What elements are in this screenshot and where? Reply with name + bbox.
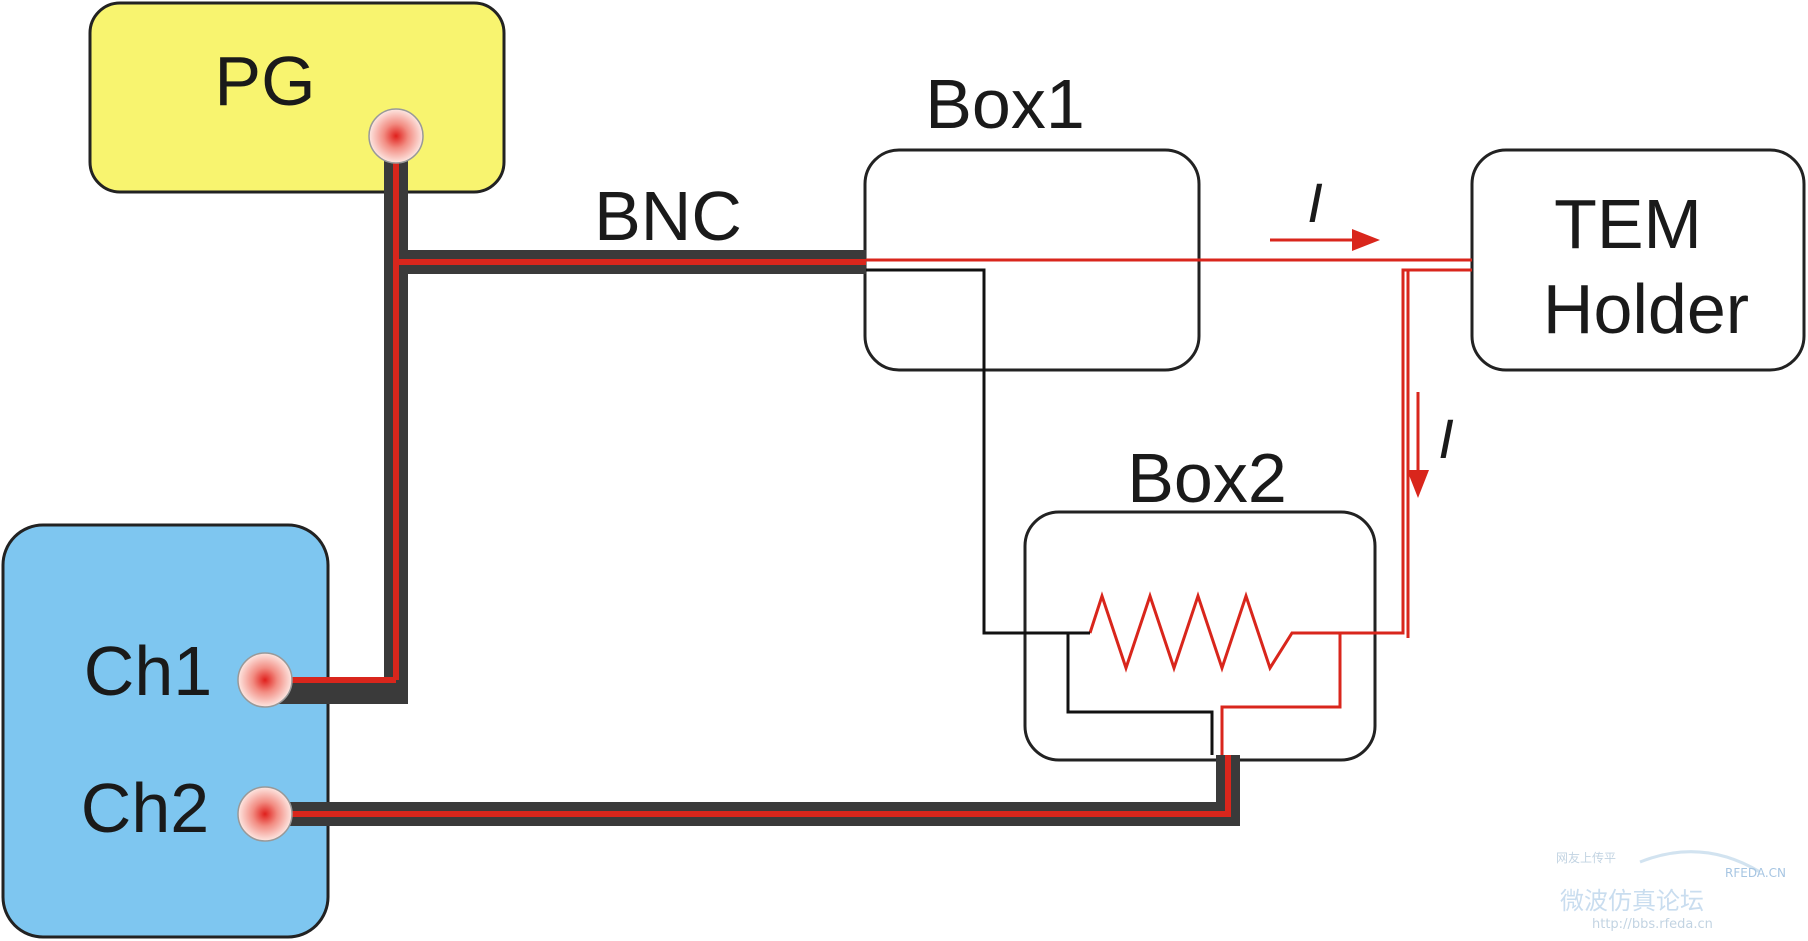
tem-label-line2: Holder	[1543, 270, 1749, 348]
scope-box	[1, 523, 330, 939]
black-wires	[866, 268, 1214, 755]
current-arrow-down	[1407, 392, 1429, 498]
pg-label: PG	[214, 42, 315, 120]
box2	[1023, 510, 1377, 762]
current-arrow-right	[1270, 229, 1380, 251]
box2-label: Box2	[1127, 439, 1287, 517]
ch2-connector	[237, 786, 293, 842]
watermark-line1: 网友上传平	[1556, 850, 1616, 865]
current-label-side: I	[1438, 407, 1454, 470]
watermark-brand: RFEDA.CN	[1725, 866, 1786, 880]
box1-label: Box1	[925, 65, 1085, 143]
current-label-top: I	[1307, 171, 1323, 234]
bnc-label: BNC	[594, 177, 742, 255]
ch1-label: Ch1	[84, 632, 212, 710]
resistor	[1088, 591, 1302, 673]
watermark: 网友上传平 RFEDA.CN 微波仿真论坛 http://bbs.rfeda.c…	[1556, 850, 1786, 932]
tem-label-line1: TEM	[1554, 185, 1702, 263]
ch2-label: Ch2	[81, 769, 209, 847]
red-wires	[866, 258, 1472, 755]
watermark-chinese: 微波仿真论坛	[1560, 887, 1704, 915]
ch1-connector	[237, 652, 293, 708]
pg-connector	[368, 108, 424, 164]
watermark-url: http://bbs.rfeda.cn	[1592, 917, 1713, 932]
